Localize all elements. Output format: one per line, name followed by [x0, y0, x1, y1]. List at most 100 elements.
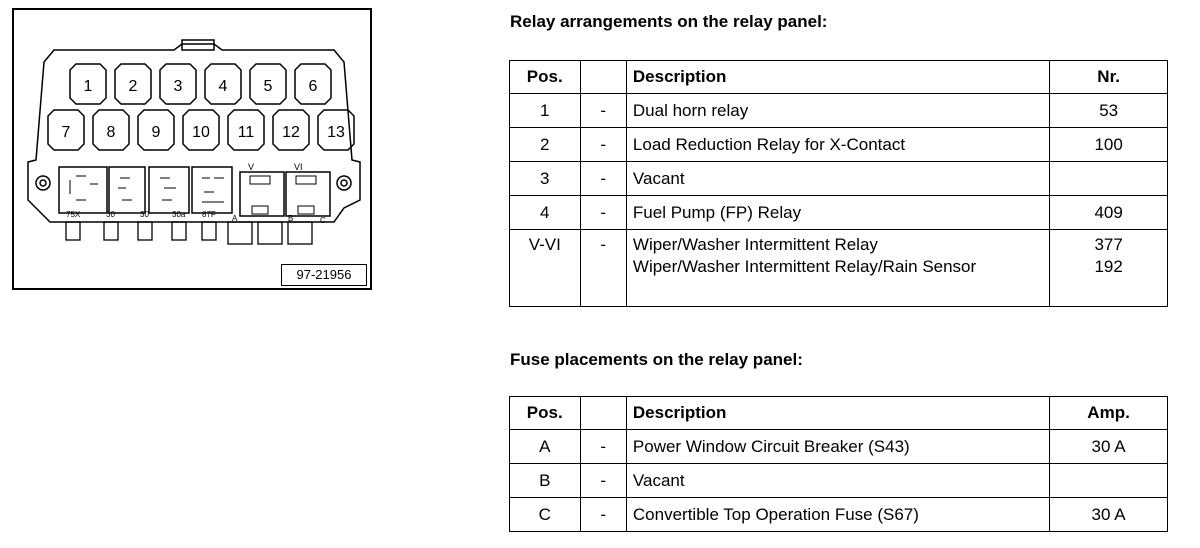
relay-slot-8-label: 8 — [107, 124, 116, 141]
relay-slot-4-label: 4 — [219, 78, 228, 95]
relay-section-heading: Relay arrangements on the relay panel: — [510, 12, 828, 31]
col-dash — [579, 396, 627, 430]
cell-dash: - — [579, 497, 627, 532]
relay-slot-9 — [137, 109, 175, 151]
cell-description: Load Reduction Relay for X-Contact — [625, 127, 1051, 162]
cell-dash: - — [579, 463, 627, 498]
fuse-section-heading: Fuse placements on the relay panel: — [510, 350, 803, 369]
col-description: Description — [625, 60, 1051, 94]
relay-table-row: 1-Dual horn relay 53 — [509, 93, 1168, 128]
nr-line: 192 — [1094, 257, 1123, 276]
cell-pos: 1 — [509, 93, 581, 128]
relay-slot-12-label: 12 — [282, 124, 300, 141]
cell-description: Power Window Circuit Breaker (S43) — [625, 429, 1051, 464]
fuse-label-c: C — [320, 216, 326, 225]
relay-slot-11-label: 11 — [238, 124, 255, 141]
col-amp: Amp. — [1049, 396, 1168, 430]
relay-table-row: 2-Load Reduction Relay for X-Contact 100 — [509, 127, 1168, 162]
nr-line: 53 — [1099, 101, 1119, 120]
col-pos: Pos. — [509, 60, 581, 94]
terminal-label-30a: 30 — [106, 210, 115, 219]
relay-slot-8 — [92, 109, 130, 151]
cell-nr: 409 — [1049, 195, 1168, 230]
relay-slot-11 — [227, 109, 265, 151]
cell-dash: - — [579, 161, 627, 196]
relay-slot-6 — [294, 63, 332, 105]
relay-table-row: 3-Vacant — [509, 161, 1168, 196]
cell-nr: 53 — [1049, 93, 1168, 128]
cell-amp — [1049, 463, 1168, 498]
relay-slot-5 — [249, 63, 287, 105]
relay-slot-1-label: 1 — [84, 78, 93, 95]
relay-slot-10 — [182, 109, 220, 151]
col-dash — [579, 60, 627, 94]
cell-dash: - — [579, 229, 627, 307]
fuse-table-row: A-Power Window Circuit Breaker (S43)30 A — [509, 429, 1168, 464]
nr-line: 100 — [1094, 135, 1123, 154]
terminal-label-30a-socket: 30a — [172, 210, 186, 219]
cell-description: Vacant — [625, 161, 1051, 196]
cell-pos: B — [509, 463, 581, 498]
cell-dash: - — [579, 429, 627, 464]
cell-amp: 30 A — [1049, 429, 1168, 464]
cell-description: Convertible Top Operation Fuse (S67) — [625, 497, 1051, 532]
nr-line: 409 — [1094, 203, 1123, 222]
col-description: Description — [625, 396, 1051, 430]
terminal-label-87f: 87F — [202, 210, 216, 219]
cell-dash: - — [579, 93, 627, 128]
roman-label-vi: VI — [294, 162, 303, 172]
fuse-table-row: C-Convertible Top Operation Fuse (S67)30… — [509, 497, 1168, 532]
cell-pos: A — [509, 429, 581, 464]
cell-description: Fuel Pump (FP) Relay — [625, 195, 1051, 230]
cell-pos: 2 — [509, 127, 581, 162]
description-line: Dual horn relay — [632, 101, 749, 120]
roman-label-v: V — [248, 162, 255, 172]
description-line: Vacant — [632, 169, 685, 188]
relay-slot-3 — [159, 63, 197, 105]
reference-number: 97-21956 — [281, 264, 367, 286]
cell-dash: - — [579, 127, 627, 162]
relay-slot-10-label: 10 — [192, 124, 210, 141]
cell-description: Dual horn relay — [625, 93, 1051, 128]
relay-slot-13-label: 13 — [327, 124, 345, 141]
relay-slot-2-label: 2 — [129, 78, 138, 95]
cell-dash: - — [579, 195, 627, 230]
cell-pos: 3 — [509, 161, 581, 196]
description-line: Wiper/Washer Intermittent Relay/Rain Sen… — [632, 257, 977, 276]
col-pos: Pos. — [509, 396, 581, 430]
col-nr: Nr. — [1049, 60, 1168, 94]
cell-amp: 30 A — [1049, 497, 1168, 532]
relay-slot-7-label: 7 — [62, 124, 71, 141]
nr-line: 377 — [1094, 235, 1123, 254]
cell-description: Vacant — [625, 463, 1051, 498]
relay-slot-4 — [204, 63, 242, 105]
cell-pos: V-VI — [509, 229, 581, 307]
relay-slot-12 — [272, 109, 310, 151]
description-line: Fuel Pump (FP) Relay — [632, 203, 802, 222]
relay-slot-1 — [69, 63, 107, 105]
fuse-label-a: A — [232, 214, 238, 223]
fuse-table-header: Pos. Description Amp. — [509, 396, 1168, 430]
relay-slot-13 — [317, 109, 355, 151]
relay-table-header: Pos. Description Nr. — [509, 60, 1168, 94]
cell-nr — [1049, 161, 1168, 196]
fuse-label-b: B — [288, 214, 294, 223]
cell-nr: 100 — [1049, 127, 1168, 162]
fuse-table-row: B-Vacant — [509, 463, 1168, 498]
terminal-label-30b: 30 — [140, 210, 149, 219]
relay-slot-9-label: 9 — [152, 124, 161, 141]
fuse-table: Pos. Description Amp. A-Power Window Cir… — [509, 396, 1168, 532]
description-line: Wiper/Washer Intermittent Relay — [632, 235, 878, 254]
relay-slot-6-label: 6 — [309, 78, 318, 95]
relay-slot-7 — [47, 109, 85, 151]
relay-slot-5-label: 5 — [264, 78, 273, 95]
cell-pos: C — [509, 497, 581, 532]
description-line: Load Reduction Relay for X-Contact — [632, 135, 906, 154]
